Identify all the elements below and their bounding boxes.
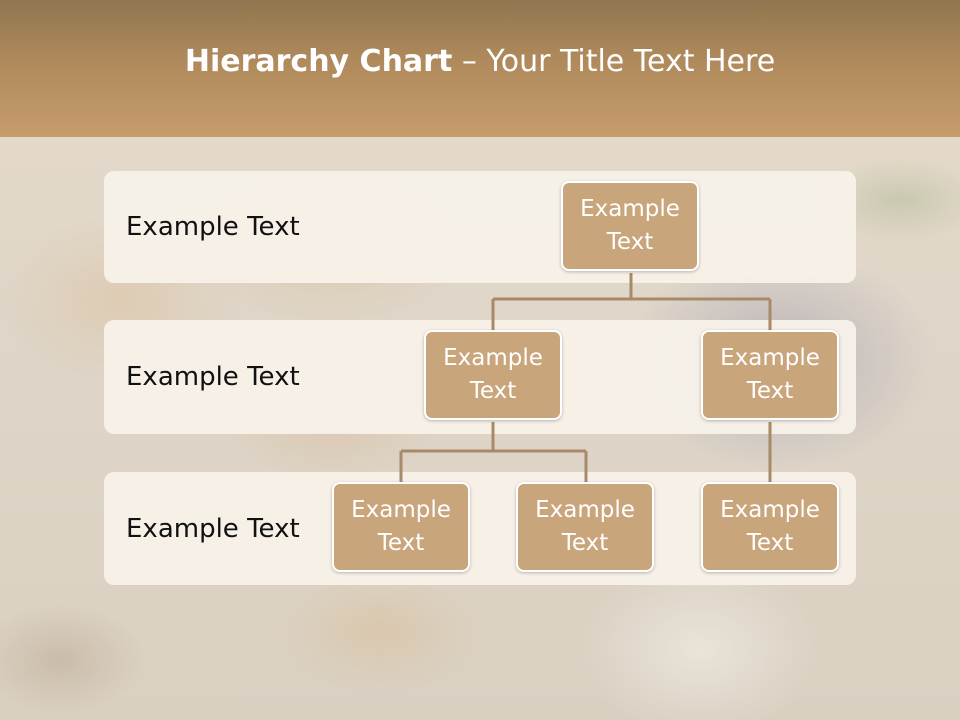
node-level3-b[interactable]: Example Text xyxy=(516,482,654,572)
level-label-1: Example Text xyxy=(126,212,300,242)
node-level3-a-label: Example Text xyxy=(351,497,451,556)
node-root-label: Example Text xyxy=(580,196,680,255)
node-level3-c-label: Example Text xyxy=(720,497,820,556)
title-bar: Hierarchy Chart – Your Title Text Here xyxy=(0,0,960,137)
title-rest: – Your Title Text Here xyxy=(452,44,776,79)
node-level2-right-label: Example Text xyxy=(720,345,820,404)
node-level3-c[interactable]: Example Text xyxy=(701,482,839,572)
connector-root-to-level2 xyxy=(491,273,772,330)
slide-title: Hierarchy Chart – Your Title Text Here xyxy=(185,44,775,79)
node-level3-b-label: Example Text xyxy=(535,497,635,556)
level-label-2: Example Text xyxy=(126,362,300,392)
level-label-3: Example Text xyxy=(126,513,300,544)
node-level2-left[interactable]: Example Text xyxy=(424,330,562,420)
node-level2-left-label: Example Text xyxy=(443,345,543,404)
title-bold: Hierarchy Chart xyxy=(184,44,453,79)
connector-level2left-to-level3 xyxy=(399,422,588,482)
node-level2-right[interactable]: Example Text xyxy=(701,330,839,420)
node-level3-a[interactable]: Example Text xyxy=(332,482,470,572)
level-band-1: Example Text xyxy=(104,171,856,283)
node-root[interactable]: Example Text xyxy=(561,181,699,271)
